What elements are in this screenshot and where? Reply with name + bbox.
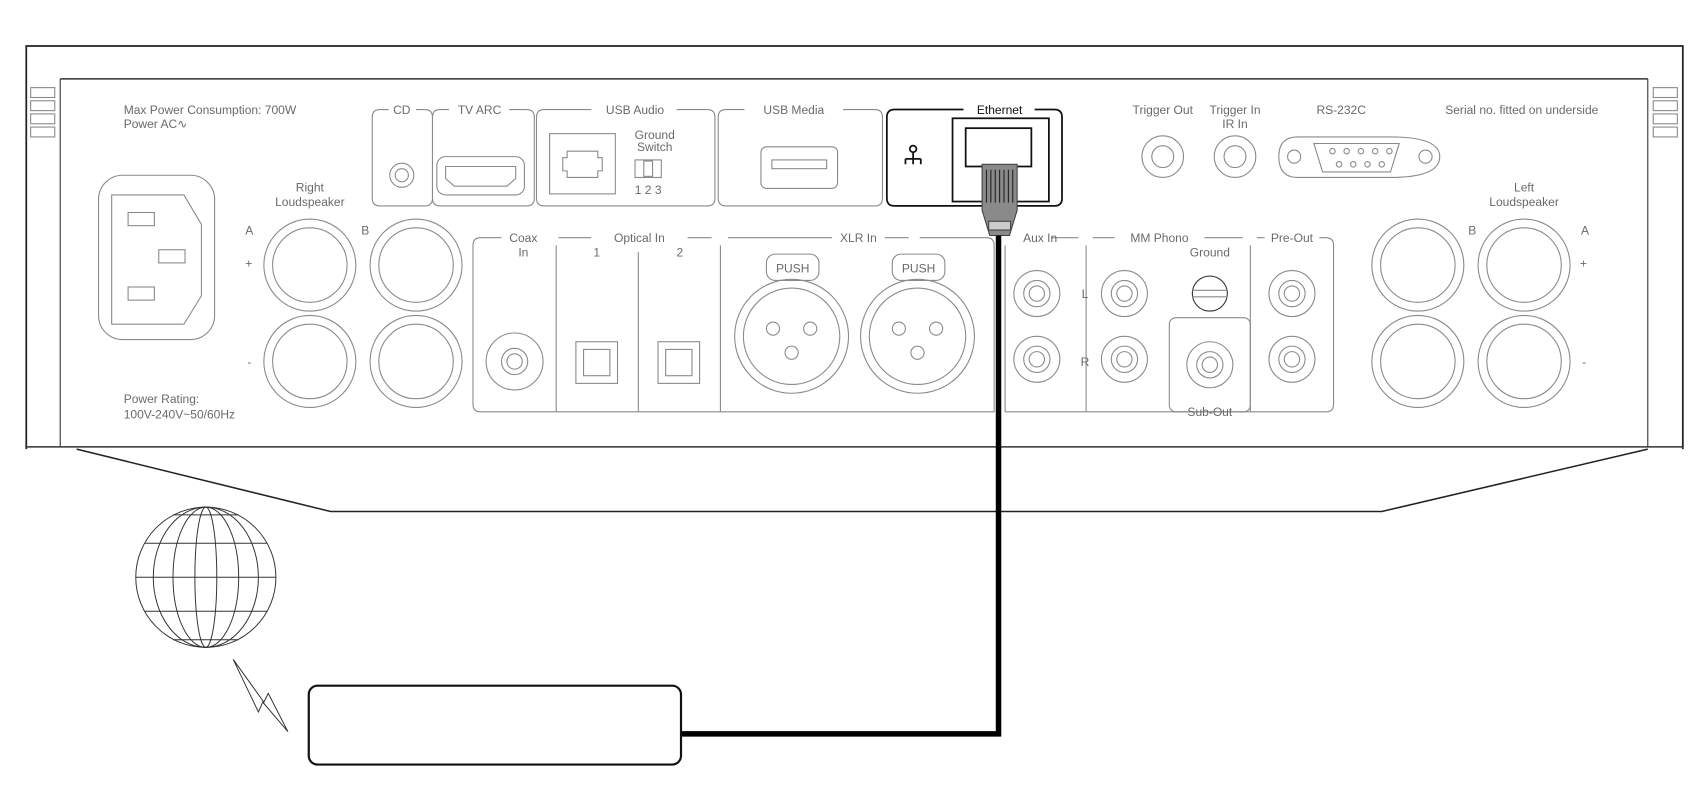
binding-post-icon (1477, 314, 1571, 409)
usb-media-label: USB Media (763, 103, 824, 117)
speaker-b-label: B (361, 223, 369, 237)
rca-jack (1100, 335, 1148, 383)
mm-phono-label: MM Phono (1130, 231, 1188, 245)
trigger-out-jack (1141, 135, 1185, 178)
binding-post-icon (1477, 218, 1571, 312)
right-speaker-label-2: Loudspeaker (275, 195, 345, 209)
switch-positions: 1 2 3 (635, 183, 662, 197)
xlr-jack-1 (734, 253, 850, 394)
plus-label: + (1580, 256, 1587, 270)
plus-label: + (245, 256, 252, 270)
binding-post-icon (369, 218, 463, 312)
right-channel-label: R (1081, 355, 1090, 369)
power-ac-label: Power AC∿ (124, 117, 188, 131)
left-binding-posts (1371, 218, 1571, 409)
binding-post-icon (263, 314, 357, 409)
left-vent-icon (30, 87, 56, 138)
trigger-in-label: Trigger In (1209, 103, 1260, 117)
binding-post-icon (1371, 314, 1465, 409)
rca-jack (1100, 270, 1148, 318)
ground-terminal-icon (1191, 275, 1228, 312)
speaker-b-label: B (1468, 223, 1476, 237)
rca-jack (1013, 335, 1061, 383)
ethernet-port-group: Ethernet (885, 103, 1063, 237)
ethernet-cable (681, 235, 1002, 737)
ground-switch (634, 159, 662, 178)
push-label: PUSH (902, 262, 935, 276)
network-icon (904, 144, 922, 165)
optical-in-label: Optical In (614, 231, 665, 245)
usb-a-port-icon (760, 146, 839, 189)
ground-switch-label-2: Switch (637, 140, 672, 154)
ir-in-label: IR In (1222, 117, 1247, 131)
binding-post-icon (1371, 218, 1465, 312)
optical-port-2 (657, 341, 701, 384)
aux-in-label: Aux In (1023, 231, 1057, 245)
wireless-link-icon (232, 659, 289, 733)
right-speaker-label: Right (296, 181, 325, 195)
usb-b-port-icon (549, 133, 616, 195)
tv-arc-label: TV ARC (458, 103, 502, 117)
speaker-a-label: A (1581, 223, 1589, 237)
rca-jack (1268, 270, 1316, 318)
globe-icon (135, 506, 277, 648)
rj45-plug-icon (981, 163, 1018, 237)
left-channel-label: L (1082, 287, 1089, 301)
right-vent-icon (1652, 87, 1678, 138)
power-rating-value: 100V-240V~50/60Hz (124, 407, 235, 421)
bottom-port-groups (472, 237, 1335, 413)
ground-switch-label: Ground (635, 128, 675, 142)
right-binding-posts (263, 218, 463, 409)
left-speaker-label: Left (1514, 181, 1535, 195)
push-label: PUSH (776, 262, 809, 276)
ethernet-label: Ethernet (977, 103, 1023, 117)
trigger-in-jack (1213, 135, 1257, 178)
binding-post-icon (263, 218, 357, 312)
speaker-a-label: A (245, 223, 253, 237)
hdmi-port-icon (436, 156, 525, 196)
optical-1-label: 1 (593, 245, 600, 259)
chassis (25, 45, 1684, 513)
iec-power-socket (97, 174, 216, 341)
trigger-out-label: Trigger Out (1133, 103, 1194, 117)
router-box (307, 684, 683, 766)
optical-2-label: 2 (677, 245, 684, 259)
xlr-in-label: XLR In (840, 231, 877, 245)
rca-jack (1268, 335, 1316, 383)
minus-label: - (1582, 355, 1586, 369)
pre-out-label: Pre-Out (1271, 231, 1314, 245)
coax-jack (485, 332, 544, 391)
ground-label: Ground (1190, 245, 1230, 259)
coax-label: Coax (509, 231, 537, 245)
sub-out-label: Sub-Out (1187, 405, 1232, 419)
max-power-label: Max Power Consumption: 700W (124, 103, 297, 117)
minus-label: - (247, 355, 251, 369)
left-speaker-label-2: Loudspeaker (1489, 195, 1559, 209)
usb-audio-label: USB Audio (606, 103, 664, 117)
top-port-group (371, 108, 884, 207)
rs232-label: RS-232C (1316, 103, 1366, 117)
rca-jack (1013, 270, 1061, 318)
coax-in-label: In (518, 245, 528, 259)
binding-post-icon (369, 314, 463, 409)
rs232-port-icon (1278, 136, 1441, 178)
rca-jack (1186, 341, 1234, 389)
power-rating-label: Power Rating: (124, 392, 200, 406)
optical-port-1 (575, 341, 619, 384)
xlr-jack-2 (860, 253, 975, 394)
cd-label: CD (393, 103, 411, 117)
serial-note: Serial no. fitted on underside (1445, 103, 1598, 117)
